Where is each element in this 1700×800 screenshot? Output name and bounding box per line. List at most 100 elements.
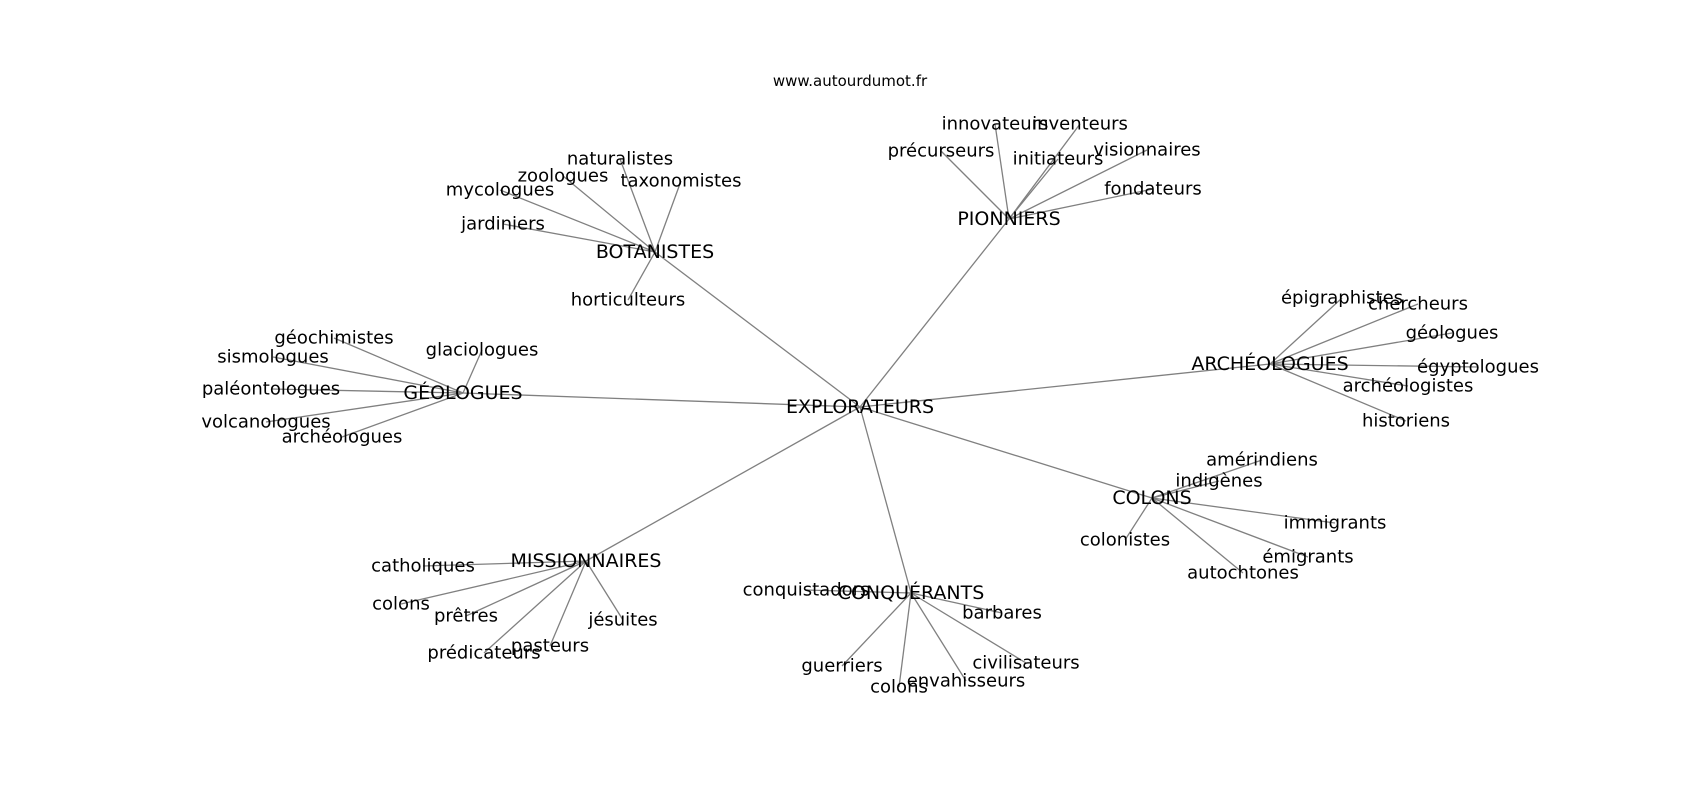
edge-hub-leaf [1151, 497, 1244, 574]
leaf-node-label: géologues [1406, 323, 1499, 344]
leaf-node-label: taxonomistes [620, 171, 741, 192]
edge-hub-leaf [1269, 303, 1419, 365]
leaf-node-label: guerriers [801, 656, 882, 677]
leaf-node-label: zoologues [518, 166, 609, 187]
leaf-node-label: chercheurs [1368, 294, 1468, 315]
edge-hub-leaf [627, 251, 656, 301]
edge-hub-leaf [462, 349, 483, 394]
leaf-node-label: fondateurs [1104, 179, 1202, 200]
leaf-node-label: envahisseurs [907, 671, 1026, 692]
edge-hub-leaf [333, 337, 464, 394]
edge-hub-leaf [499, 189, 656, 253]
leaf-node-label: historiens [1362, 411, 1450, 432]
edge-hub-leaf [1124, 497, 1153, 541]
leaf-node-label: sismologues [217, 347, 329, 368]
leaf-node-label: initiateurs [1013, 149, 1104, 170]
labels-layer: EXPLORATEURS BOTANISTES naturalisteszoolog… [201, 114, 1539, 698]
edge-hub-leaf [1269, 363, 1407, 422]
edge-hub-leaf [619, 158, 656, 253]
edge-hub-leaf [1008, 123, 1081, 220]
leaf-node-label: prédicateurs [427, 643, 540, 664]
edge-hub-leaf [1008, 188, 1154, 220]
leaf-node-label: naturalistes [567, 149, 673, 170]
edge-hub-leaf [1269, 332, 1453, 365]
edge-hub-leaf [1269, 363, 1409, 387]
leaf-node-label: jésuites [587, 610, 657, 631]
edge-hub-leaf [654, 180, 682, 253]
leaf-node-label: barbares [962, 603, 1042, 624]
edge-center-hub [654, 251, 861, 408]
edge-hub-leaf [994, 123, 1010, 220]
edge-hub-leaf [910, 592, 1027, 664]
edge-center-hub [859, 363, 1271, 408]
edge-center-hub [859, 406, 912, 594]
leaf-node-label: épigraphistes [1281, 288, 1403, 309]
edge-hub-leaf [940, 150, 1010, 220]
leaf-node-label: horticulteurs [571, 290, 686, 311]
edge-hub-leaf [898, 592, 912, 688]
edge-hub-leaf [805, 589, 912, 594]
edge-hub-leaf [1269, 363, 1479, 368]
leaf-node-label: colons [372, 594, 430, 615]
hub-node-label: BOTANISTES [596, 241, 714, 263]
leaf-node-label: archéologues [282, 427, 403, 448]
edge-hub-leaf [1151, 497, 1336, 524]
edge-hub-leaf [1008, 158, 1059, 220]
hub-node-label: MISSIONNAIRES [511, 550, 662, 572]
leaf-node-label: colons [870, 677, 928, 698]
edge-hub-leaf [910, 592, 967, 682]
leaf-node-label: émigrants [1262, 547, 1353, 568]
edge-hub-leaf [549, 560, 587, 647]
edge-center-hub [585, 406, 861, 562]
leaf-node-label: amérindiens [1206, 450, 1318, 471]
edge-hub-leaf [841, 592, 912, 667]
edge-hub-leaf [483, 560, 587, 654]
hub-node-label: PIONNIERS [957, 208, 1060, 230]
edge-center-hub [859, 406, 1153, 499]
leaf-node-label: archéologistes [1343, 376, 1474, 397]
leaf-node-label: égyptologues [1417, 357, 1539, 378]
leaf-node-label: géochimistes [274, 328, 393, 349]
leaf-node-label: mycologues [446, 180, 554, 201]
leaf-node-label: civilisateurs [972, 653, 1079, 674]
edge-hub-leaf [270, 388, 464, 394]
edge-hub-leaf [910, 592, 1003, 614]
leaf-node-label: inventeurs [1032, 114, 1128, 135]
edge-hub-leaf [265, 392, 464, 423]
edge-hub-leaf [1151, 480, 1220, 499]
hub-node-label: ARCHÉOLOGUES [1191, 352, 1348, 375]
edge-hub-leaf [341, 392, 464, 438]
hub-node-label: COLONS [1112, 487, 1191, 509]
edge-hub-leaf [422, 560, 587, 567]
edge-hub-leaf [1151, 459, 1263, 499]
edge-hub-leaf [1151, 497, 1309, 558]
leaf-node-label: paléontologues [202, 379, 340, 400]
leaf-node-label: catholiques [371, 556, 475, 577]
leaf-node-label: glaciologues [426, 340, 539, 361]
edge-hub-leaf [465, 560, 587, 617]
hub-node-label: CONQUÉRANTS [838, 581, 985, 604]
edge-hub-leaf [400, 560, 587, 605]
leaf-node-label: prêtres [434, 606, 498, 627]
leaf-node-label: immigrants [1284, 513, 1387, 534]
edge-hub-leaf [272, 356, 464, 394]
center-node-label: EXPLORATEURS [786, 396, 934, 418]
leaf-node-label: innovateurs [942, 114, 1049, 135]
leaf-node-label: visionnaires [1093, 140, 1200, 161]
hub-node-label: GÉOLOGUES [403, 381, 522, 404]
edges-layer [265, 123, 1479, 688]
leaf-node-label: jardiniers [460, 214, 545, 235]
edge-hub-leaf [562, 175, 656, 253]
edge-hub-leaf [1269, 297, 1343, 365]
edge-center-hub [859, 218, 1010, 408]
leaf-node-label: indigènes [1175, 471, 1262, 492]
leaf-node-label: conquistadors [743, 580, 870, 601]
leaf-node-label: autochtones [1187, 563, 1299, 584]
edge-center-hub [462, 392, 861, 408]
leaf-node-label: volcanologues [201, 412, 330, 433]
edge-hub-leaf [1008, 149, 1148, 220]
leaf-node-label: précurseurs [888, 141, 995, 162]
source-watermark: www.autourdumot.fr [772, 72, 928, 90]
leaf-node-label: pasteurs [511, 636, 589, 657]
